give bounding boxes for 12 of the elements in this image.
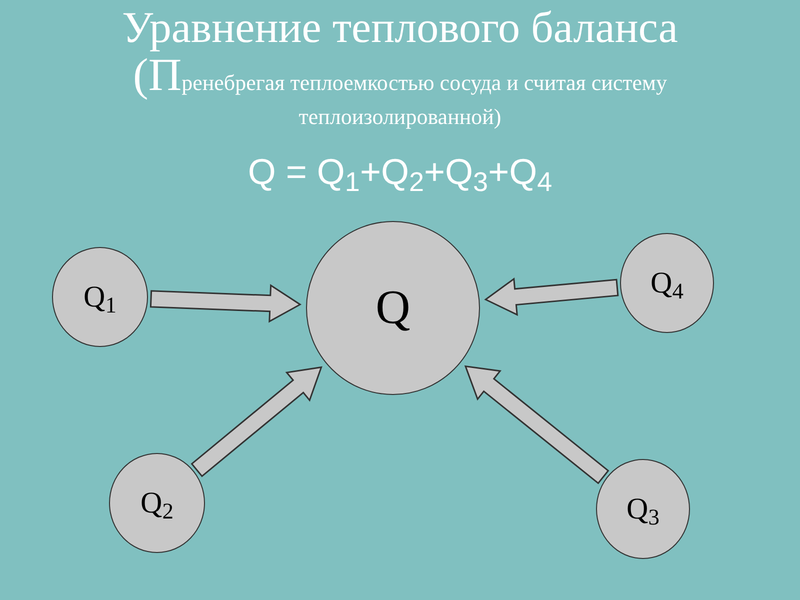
block-arrow bbox=[150, 284, 302, 323]
node-label: Q$_{3}$ bbox=[626, 492, 660, 532]
subtitle-note: (Пренебрегая теплоемкостью сосуда и считая систему теплоизолированной) bbox=[133, 58, 668, 131]
block-arrow bbox=[484, 278, 619, 316]
node-label: Q bbox=[376, 280, 410, 336]
block-arrow bbox=[464, 365, 610, 484]
equation: Q = Q$_{1}$+Q$_{2}$+Q$_{3}$+Q$_{4}$ bbox=[246, 150, 554, 194]
node-label: Q$_{1}$ bbox=[84, 280, 116, 320]
title: Уравнение теплового баланса bbox=[121, 2, 679, 54]
node-label: Q$_{4}$ bbox=[650, 266, 684, 306]
block-arrow bbox=[190, 366, 322, 478]
node-label: Q$_{2}$ bbox=[140, 486, 174, 526]
